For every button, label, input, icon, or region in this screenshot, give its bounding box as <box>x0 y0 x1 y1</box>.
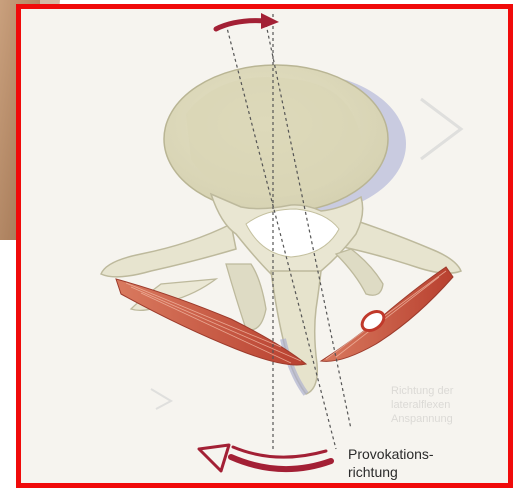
caption-line-2: richtung <box>348 463 498 481</box>
figure-frame: Richtung der lateralflexen Anspannung <box>16 4 513 488</box>
right-facet <box>336 249 383 295</box>
provocation-arrow <box>199 445 331 471</box>
provocation-direction-caption: Provokations- richtung <box>348 445 498 481</box>
top-rotation-arrow <box>216 21 266 29</box>
caption-line-1: Provokations- <box>348 445 498 463</box>
faded-text-3: Anspannung <box>391 413 453 425</box>
left-transverse-process <box>101 224 236 277</box>
top-arrow-head-icon <box>261 13 279 29</box>
faded-text-2: lateralflexen <box>391 399 450 411</box>
faded-text-1: Richtung der <box>391 385 454 397</box>
endplate-texture <box>186 77 361 197</box>
provocation-arrow-head-icon <box>199 445 229 471</box>
vertebra-illustration: Richtung der lateralflexen Anspannung <box>21 9 513 488</box>
